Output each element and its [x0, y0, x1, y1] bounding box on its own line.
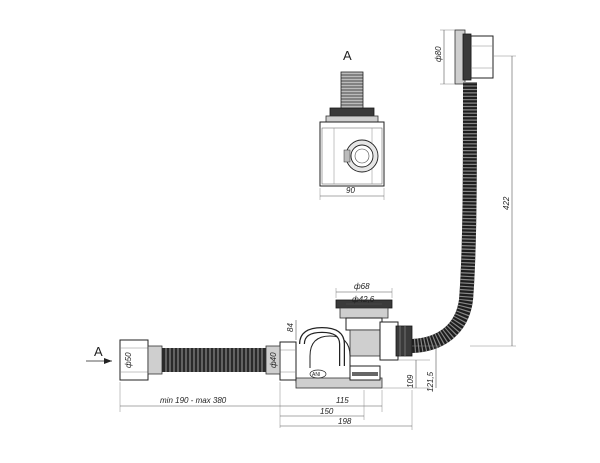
dimension-198-label: 198 [338, 417, 352, 426]
dimension-90-label: 90 [346, 186, 355, 195]
dimension-84: 84 [286, 320, 297, 340]
dimension-d42-6: ф42,6 [346, 295, 382, 305]
dimension-121-5: 121,5 [412, 345, 440, 392]
dimension-d40-label: ф40 [269, 352, 278, 368]
main-view-label: A [94, 344, 103, 359]
overflow-cap: ф80 [434, 29, 494, 85]
dimension-d80: ф80 [434, 29, 455, 85]
siphon-trap: ANI [279, 326, 383, 389]
dimension-d80-label: ф80 [434, 46, 443, 62]
dimension-121-5-label: 121,5 [426, 371, 435, 392]
dimension-range-label: min 190 - max 380 [160, 396, 227, 405]
dimension-d68-label: ф68 [354, 282, 370, 291]
detail-threaded-stem [325, 71, 379, 123]
dimension-422-label: 422 [502, 196, 511, 210]
dimension-range: min 190 - max 380 [119, 382, 280, 412]
brand-logo: ANI [309, 369, 327, 379]
dimension-84-label: 84 [286, 323, 295, 332]
dimension-115: 115 [279, 382, 383, 428]
detail-view-a: A [319, 48, 385, 200]
dimension-422: 422 [470, 55, 516, 347]
dimension-d40: ф40 [269, 352, 278, 368]
dimension-d50-label: ф50 [124, 352, 133, 368]
dimension-d68: ф68 [335, 282, 393, 298]
outlet-hose [119, 339, 281, 381]
dimension-109-label: 109 [406, 374, 415, 388]
detail-view-label: A [343, 48, 352, 63]
detail-housing [319, 121, 385, 187]
overflow-hose [411, 81, 477, 353]
dimension-d42-6-label: ф42,6 [352, 295, 375, 304]
dimension-115-label: 115 [336, 396, 349, 405]
view-a-arrow: A [86, 344, 112, 364]
brand-logo-text: ANI [312, 372, 320, 378]
dimension-d50: ф50 [124, 352, 133, 368]
dimension-90: 90 [319, 186, 385, 200]
dimension-109: 109 [382, 359, 430, 389]
dimension-150: 150 [280, 390, 365, 420]
dimension-150-label: 150 [320, 407, 334, 416]
dimension-198: 198 [280, 390, 413, 430]
